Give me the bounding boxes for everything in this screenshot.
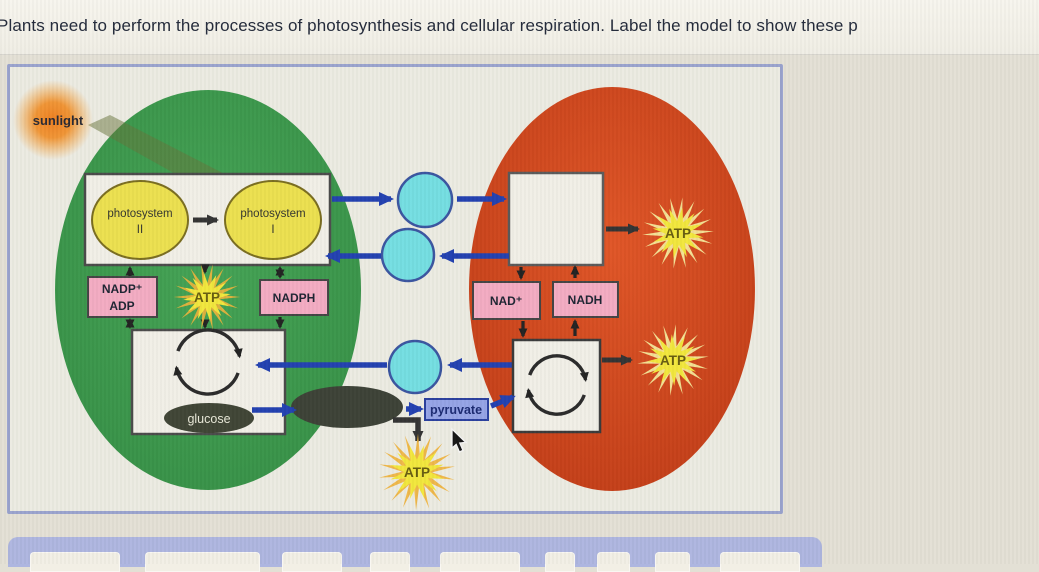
instruction-bar: Plants need to perform the processes of … bbox=[0, 0, 1039, 55]
pyruvate-label-tile[interactable] bbox=[424, 398, 489, 421]
krebs-cycle-box bbox=[511, 338, 602, 434]
word-bank-tile[interactable] bbox=[282, 552, 342, 572]
nadp-label: NADP⁺ bbox=[102, 282, 142, 296]
nadh-box bbox=[552, 281, 619, 318]
flow-arrows-blue bbox=[252, 192, 516, 417]
unlabeled-dark-ellipse[interactable] bbox=[291, 386, 403, 428]
nadp-adp-box bbox=[87, 276, 158, 318]
glucose-label: glucose bbox=[187, 412, 230, 426]
photosystem-i-label: photosystem bbox=[240, 208, 305, 220]
calvin-cycle-arrows bbox=[173, 328, 243, 396]
atp-label-etc: ATP bbox=[665, 226, 691, 241]
word-bank-tray bbox=[8, 537, 822, 572]
nadph-label: NADPH bbox=[273, 291, 316, 305]
sunlight-label: sunlight bbox=[33, 113, 84, 128]
diagram-canvas: sunlight photosystem II photosystem I NA… bbox=[13, 80, 755, 511]
atp-starbursts bbox=[173, 197, 714, 511]
atp-label-stroma: ATP bbox=[194, 290, 220, 305]
molecule-circle-mid[interactable] bbox=[380, 227, 436, 283]
diagram-panel: sunlight photosystem II photosystem I NA… bbox=[7, 64, 783, 514]
word-bank-tile[interactable] bbox=[720, 552, 800, 572]
photosystem-ii-numeral: II bbox=[137, 224, 143, 236]
molecule-circle-top[interactable] bbox=[396, 171, 454, 229]
instruction-text: Plants need to perform the processes of … bbox=[0, 16, 858, 35]
atp-label-glycolysis: ATP bbox=[404, 465, 430, 480]
pyruvate-label: pyruvate bbox=[430, 403, 482, 417]
mouse-cursor bbox=[451, 427, 468, 453]
word-bank-tile[interactable] bbox=[545, 552, 575, 572]
word-bank-tile[interactable] bbox=[145, 552, 260, 572]
adp-label: ADP bbox=[109, 299, 134, 313]
word-bank-tile[interactable] bbox=[30, 552, 120, 572]
glucose-ellipse bbox=[164, 403, 254, 433]
word-bank-tile[interactable] bbox=[370, 552, 410, 572]
nad-label: NAD⁺ bbox=[490, 294, 522, 308]
exchange-arrows bbox=[125, 264, 580, 338]
nadph-box bbox=[259, 279, 329, 316]
nad-box bbox=[472, 281, 541, 320]
etc-dropzone-box[interactable] bbox=[507, 171, 605, 267]
sun-glow bbox=[13, 80, 93, 160]
nadh-label: NADH bbox=[568, 293, 603, 307]
word-bank-tile[interactable] bbox=[440, 552, 520, 572]
molecule-circle-bottom[interactable] bbox=[387, 339, 443, 395]
photosystem-i-numeral: I bbox=[271, 224, 274, 236]
photosystem-i-ellipse bbox=[224, 180, 322, 260]
word-bank-tile[interactable] bbox=[655, 552, 690, 572]
photosystem-ii-label: photosystem bbox=[107, 208, 172, 220]
photosystem-ii-ellipse bbox=[91, 180, 189, 260]
word-bank-tile[interactable] bbox=[597, 552, 630, 572]
krebs-cycle-arrows bbox=[525, 354, 589, 416]
atp-label-krebs: ATP bbox=[660, 353, 686, 368]
